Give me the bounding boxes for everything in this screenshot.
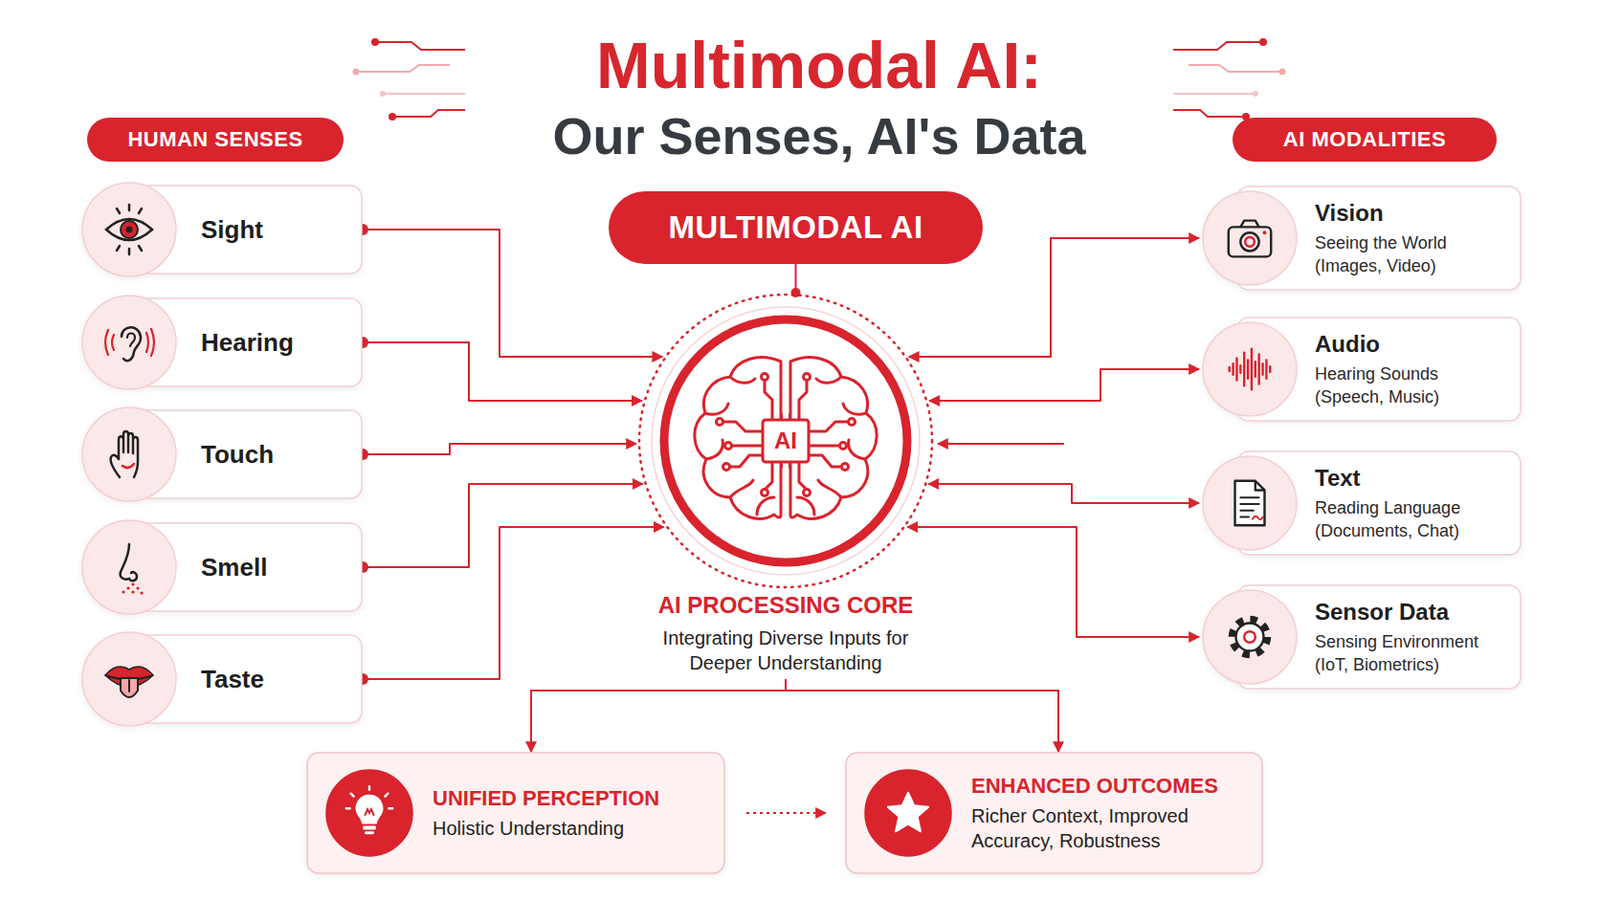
icon bbox=[105, 327, 155, 361]
box-title: Text bbox=[1314, 464, 1512, 493]
box-description: Hearing Sounds (Speech, Music) bbox=[1314, 362, 1512, 409]
processing-core: AI AI PROCESSING CORE Integrating Diverse … bbox=[632, 292, 939, 676]
text-column: ENHANCED OUTCOMES Richer Context, Improve… bbox=[971, 773, 1225, 854]
connector bbox=[746, 812, 826, 815]
box-title: Touch bbox=[200, 439, 274, 470]
sense-box: Smell bbox=[79, 519, 363, 616]
box-title: Sight bbox=[200, 214, 264, 245]
text-column: VisionSeeing the World (Images, Video) bbox=[1314, 199, 1512, 278]
circuit-lines bbox=[355, 65, 450, 72]
connector bbox=[785, 679, 1059, 753]
icon bbox=[111, 431, 138, 478]
title: Multimodal AI: bbox=[38, 26, 1600, 104]
circuit-lines bbox=[392, 110, 466, 117]
box-outline bbox=[326, 770, 413, 857]
box-outline bbox=[845, 753, 1263, 874]
icon bbox=[105, 666, 154, 698]
modality-box: AudioHearing Sounds (Speech, Music) bbox=[1199, 315, 1523, 423]
icon bbox=[106, 204, 153, 255]
outcome-box: ENHANCED OUTCOMES Richer Context, Improve… bbox=[844, 752, 1264, 875]
box-title: Smell bbox=[200, 552, 267, 583]
text-column: Smell bbox=[200, 552, 267, 583]
section-pill: HUMAN SENSES bbox=[87, 117, 344, 162]
core-description: Integrating Diverse Inputs for Deeper Un… bbox=[659, 625, 913, 676]
box-title: UNIFIED PERCEPTION bbox=[432, 785, 660, 813]
chip-label: AI bbox=[632, 426, 939, 456]
decorative-arrow bbox=[937, 443, 1065, 445]
box-outline bbox=[82, 407, 177, 502]
box-outline bbox=[1202, 456, 1297, 551]
box-description: Seeing the World (Images, Video) bbox=[1314, 231, 1512, 278]
text-column: TextReading Language (Documents, Chat) bbox=[1314, 464, 1512, 543]
icon bbox=[1232, 620, 1268, 656]
pill-label: MULTIMODAL AI bbox=[667, 209, 923, 246]
core-heading: AI PROCESSING CORE bbox=[632, 591, 939, 621]
sense-box: Taste bbox=[79, 631, 363, 728]
sense-box: Hearing bbox=[79, 294, 363, 391]
section-pill: AI MODALITIES bbox=[1232, 117, 1497, 162]
connector bbox=[362, 484, 644, 568]
header-pill: MULTIMODAL AI bbox=[608, 191, 983, 265]
box-title: Hearing bbox=[200, 327, 294, 358]
box-outline bbox=[1202, 590, 1297, 685]
connector bbox=[531, 679, 786, 753]
connector bbox=[929, 369, 1200, 401]
text-column: AudioHearing Sounds (Speech, Music) bbox=[1314, 330, 1512, 409]
box-outline bbox=[82, 295, 177, 390]
box-description: Holistic Understanding bbox=[432, 816, 660, 842]
icon bbox=[1228, 221, 1271, 258]
box-title: Audio bbox=[1314, 330, 1512, 359]
circuit-lines bbox=[353, 68, 360, 76]
circuit-lines bbox=[382, 92, 466, 95]
icon bbox=[346, 786, 393, 835]
text-column: Touch bbox=[200, 439, 274, 470]
box-description: Sensing Environment (IoT, Biometrics) bbox=[1314, 630, 1512, 677]
sense-box: Sight bbox=[79, 181, 363, 278]
connector bbox=[362, 444, 637, 455]
icon bbox=[1235, 481, 1266, 526]
circuit-lines bbox=[353, 38, 467, 121]
box-title: ENHANCED OUTCOMES bbox=[971, 773, 1225, 800]
connector bbox=[362, 527, 665, 680]
box-description: Reading Language (Documents, Chat) bbox=[1314, 496, 1512, 543]
text-column: Sight bbox=[200, 214, 264, 245]
sense-box: Touch bbox=[79, 406, 363, 503]
modality-box: TextReading Language (Documents, Chat) bbox=[1199, 449, 1523, 557]
box-title: Taste bbox=[200, 664, 265, 695]
box-title: Sensor Data bbox=[1314, 598, 1512, 627]
text-column: Taste bbox=[200, 664, 265, 695]
text-column: UNIFIED PERCEPTION Holistic Understanding bbox=[432, 785, 660, 842]
circuit-lines bbox=[371, 38, 379, 46]
connector bbox=[362, 342, 643, 401]
modality-box: VisionSeeing the World (Images, Video) bbox=[1199, 184, 1523, 292]
circuit-lines bbox=[388, 112, 397, 121]
pill-label: AI MODALITIES bbox=[1283, 127, 1446, 153]
box-outline bbox=[82, 632, 177, 727]
icon bbox=[888, 793, 930, 833]
outcome-box: UNIFIED PERCEPTION Holistic Understanding bbox=[306, 752, 726, 875]
box-outline bbox=[865, 770, 952, 857]
icon bbox=[1229, 349, 1271, 391]
box-outline bbox=[307, 753, 725, 874]
modality-box: Sensor DataSensing Environment (IoT, Bio… bbox=[1199, 583, 1523, 691]
box-outline bbox=[1202, 322, 1297, 417]
icon bbox=[120, 544, 144, 596]
box-description: Richer Context, Improved Accuracy, Robus… bbox=[971, 803, 1225, 854]
text-column: Hearing bbox=[200, 327, 294, 358]
box-outline bbox=[306, 752, 726, 875]
connector bbox=[907, 527, 1200, 638]
circuit-lines bbox=[1173, 38, 1287, 121]
text-column: Sensor DataSensing Environment (IoT, Bio… bbox=[1314, 598, 1512, 677]
circuit-lines bbox=[375, 42, 466, 50]
subtitle: Our Senses, AI's Data bbox=[38, 104, 1600, 168]
box-outline bbox=[1202, 191, 1297, 286]
connector bbox=[928, 484, 1200, 504]
circuit-lines bbox=[379, 90, 386, 97]
box-outline bbox=[82, 182, 177, 277]
pill-label: HUMAN SENSES bbox=[127, 127, 303, 153]
box-title: Vision bbox=[1314, 199, 1512, 228]
box-outline bbox=[82, 520, 177, 615]
